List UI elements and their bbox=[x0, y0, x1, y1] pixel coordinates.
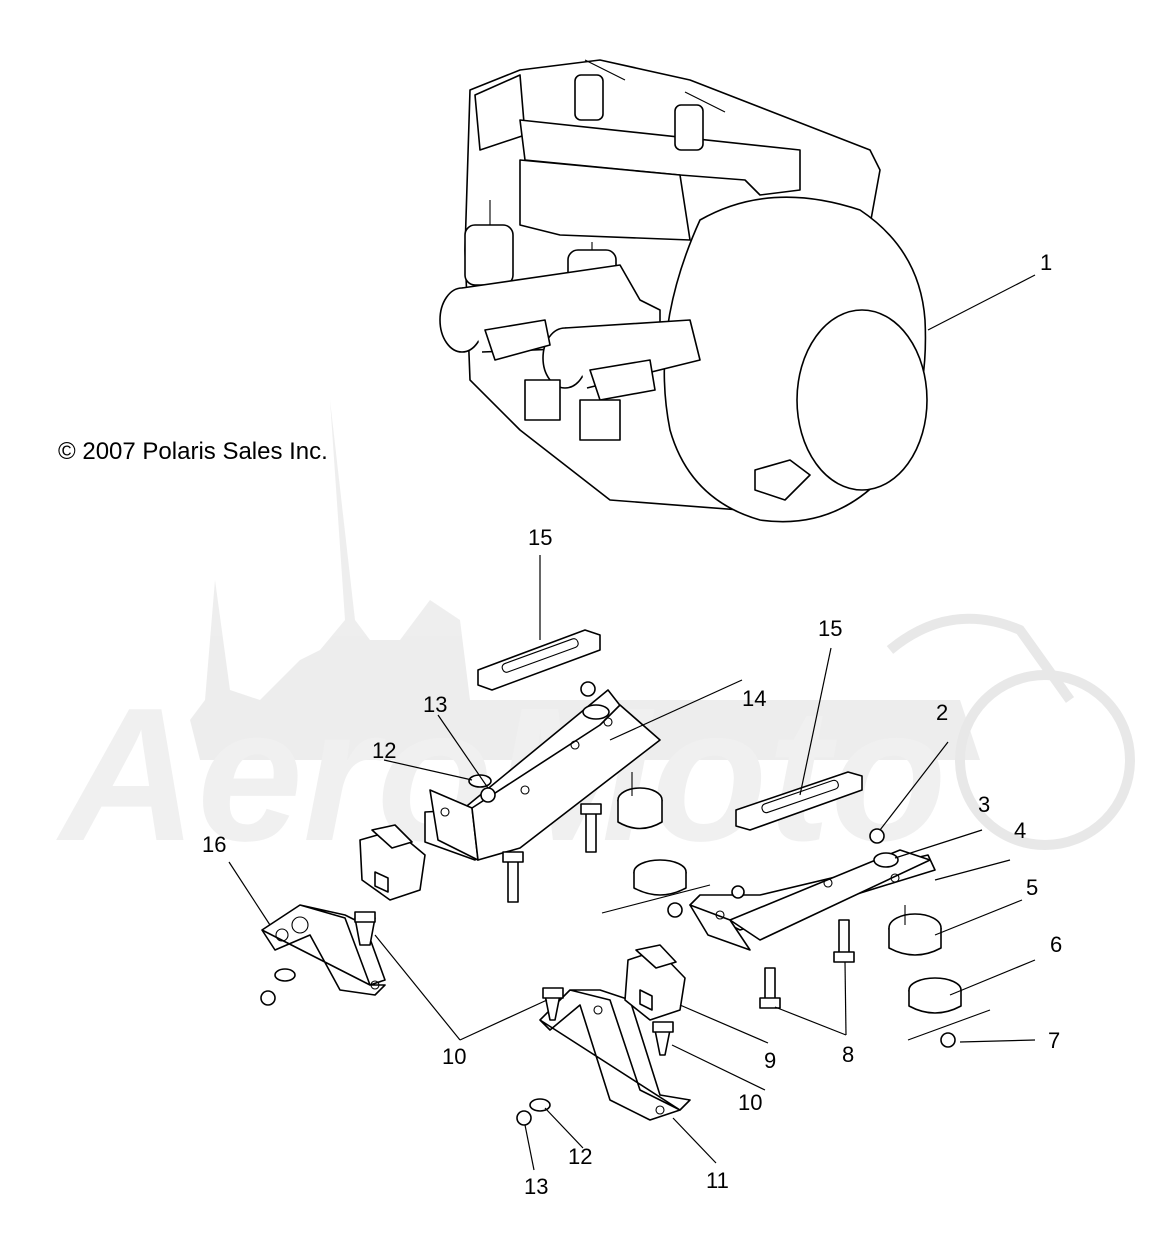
round-mount-right bbox=[888, 905, 942, 956]
engine bbox=[439, 59, 928, 523]
callout-16: 16 bbox=[202, 832, 226, 857]
copyright-text: © 2007 Polaris Sales Inc. bbox=[58, 438, 328, 465]
alignment-lines bbox=[601, 884, 991, 1041]
callout-10a: 10 bbox=[442, 1044, 466, 1069]
bolt-10b bbox=[542, 987, 564, 1021]
bolt-14a bbox=[502, 851, 524, 903]
callout-7: 7 bbox=[1048, 1028, 1060, 1053]
callout-14: 14 bbox=[742, 686, 766, 711]
callout-2: 2 bbox=[936, 700, 948, 725]
callout-15a: 15 bbox=[528, 525, 552, 550]
callout-4: 4 bbox=[1014, 818, 1026, 843]
callout-labels: 1 2 3 4 5 6 7 8 9 10 10 11 12 12 13 13 1… bbox=[202, 250, 1062, 1199]
mounting-bracket-right bbox=[689, 849, 936, 951]
leader-lines bbox=[228, 274, 1036, 1171]
slotted-plate-upper bbox=[477, 629, 601, 691]
bolt-8b bbox=[833, 919, 855, 963]
slotted-plate-right bbox=[735, 771, 863, 831]
callout-13b: 13 bbox=[524, 1174, 548, 1199]
rubber-mount-upper bbox=[359, 824, 426, 901]
callout-5: 5 bbox=[1026, 875, 1038, 900]
callout-15b: 15 bbox=[818, 616, 842, 641]
callout-1: 1 bbox=[1040, 250, 1052, 275]
callout-13a: 13 bbox=[423, 692, 447, 717]
spacer-center bbox=[633, 859, 687, 896]
callout-11: 11 bbox=[706, 1168, 729, 1193]
support-bracket-left bbox=[261, 904, 386, 996]
callout-12b: 12 bbox=[568, 1144, 592, 1169]
fasteners bbox=[260, 681, 956, 1126]
bolt-8a bbox=[759, 967, 781, 1009]
support-bracket-lower bbox=[539, 989, 691, 1121]
bolt-10c bbox=[652, 1021, 674, 1056]
callout-10b: 10 bbox=[738, 1090, 762, 1115]
round-mount-center bbox=[617, 772, 663, 830]
callout-12a: 12 bbox=[372, 738, 396, 763]
callout-3: 3 bbox=[978, 792, 990, 817]
bolt-10a bbox=[354, 911, 376, 946]
callout-9: 9 bbox=[764, 1048, 776, 1073]
callout-8: 8 bbox=[842, 1042, 854, 1067]
bolt-14b bbox=[580, 803, 602, 853]
mounting-bracket-left bbox=[424, 689, 661, 861]
spacer-right bbox=[908, 977, 962, 1014]
callout-6: 6 bbox=[1050, 932, 1062, 957]
rubber-mount-lower bbox=[624, 944, 686, 1021]
